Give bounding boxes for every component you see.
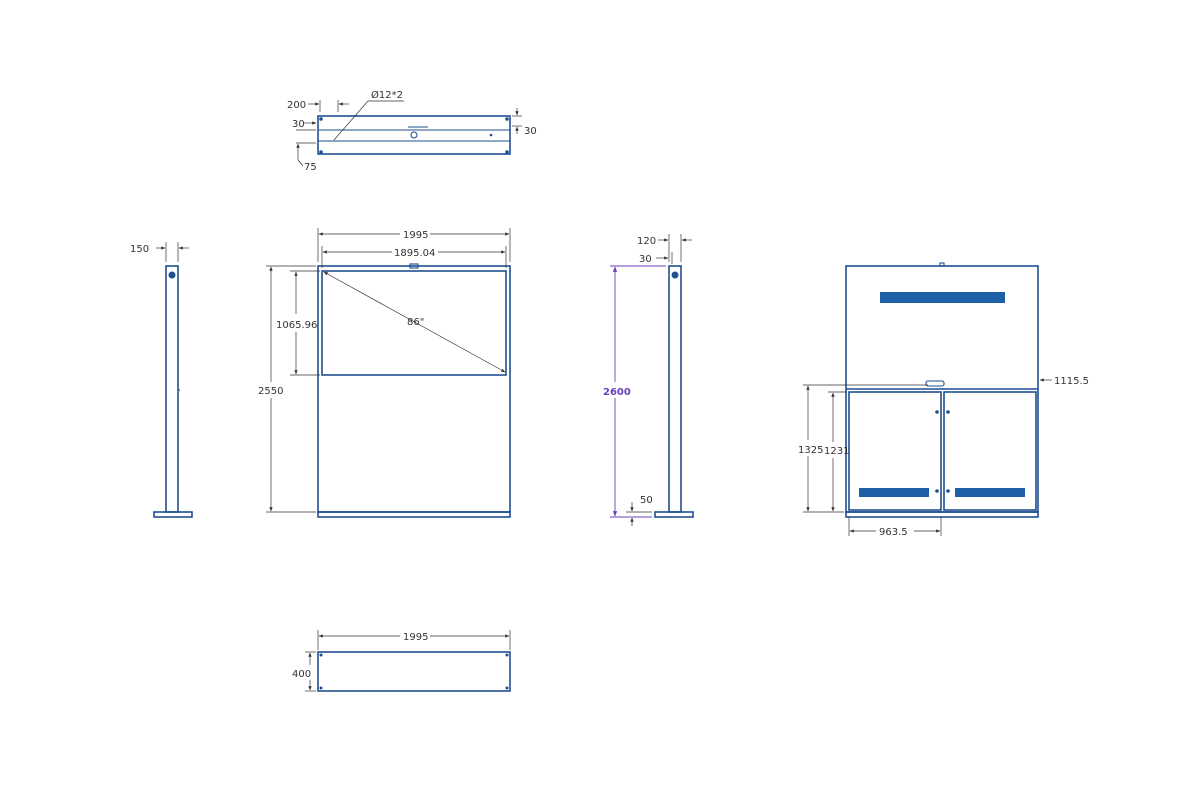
diagonal-dimension-line [323, 271, 506, 373]
top-sensor [409, 263, 419, 269]
corner-hole [505, 150, 509, 154]
leader-line [333, 100, 369, 141]
dim-200-label: 200 [287, 100, 306, 111]
door-lock [946, 410, 950, 414]
dim-1115-label: 1115.5 [1054, 376, 1089, 387]
right-vent-panel [955, 488, 1025, 497]
left-door [848, 391, 942, 511]
side-view-right: 120 30 2600 50 [603, 234, 694, 526]
dim-30-left-label: 30 [292, 119, 305, 130]
rear-upper-panel [880, 292, 1005, 303]
kiosk-body-outline [317, 265, 511, 513]
cabinet-handle [925, 380, 945, 387]
dim-75-label: 75 [304, 162, 317, 173]
dim-1995-label: 1995 [403, 230, 428, 241]
door-lock [946, 489, 950, 493]
dim-30-label: 30 [639, 254, 652, 265]
dim-1325-label: 1325 [798, 445, 823, 456]
dim-150-label: 150 [130, 244, 149, 255]
dim-diagonal-label: 86" [407, 317, 424, 328]
post-base [654, 511, 694, 518]
door-lock [935, 410, 939, 414]
corner-hole [505, 117, 509, 121]
post-hole [671, 271, 679, 279]
top-view-outline [317, 115, 511, 155]
mounting-hole [505, 686, 509, 690]
top-sensor [939, 262, 945, 267]
corner-hole [319, 117, 323, 121]
rear-view: 1115.5 1325 1231 963.5 [798, 262, 1089, 538]
top-view-hole [410, 131, 418, 139]
side-view-left: 150 [130, 242, 193, 518]
right-door [943, 391, 1037, 511]
dim-963-label: 963.5 [879, 527, 908, 538]
front-view: 86" 1995 1895.04 1065.96 2550 [258, 228, 511, 518]
dim-30-right-label: 30 [524, 126, 537, 137]
corner-hole [489, 133, 493, 137]
dim-2600-label: 2600 [603, 387, 631, 398]
mounting-hole [505, 653, 509, 657]
dim-50-label: 50 [640, 495, 653, 506]
dim-400-label: 400 [292, 669, 311, 680]
base-plate-view: 1995 400 [292, 630, 511, 692]
dim-120-label: 120 [637, 236, 656, 247]
dim-2550-label: 2550 [258, 386, 283, 397]
leader-line [297, 159, 304, 167]
rear-base [845, 511, 1039, 518]
screen-outline [321, 270, 507, 376]
kiosk-base [317, 511, 511, 518]
dim-1231-label: 1231 [824, 446, 849, 457]
door-lock [935, 489, 939, 493]
left-vent-panel [859, 488, 929, 497]
top-view: 200 Ø12*2 30 30 75 [287, 89, 537, 173]
post-outline [165, 265, 179, 513]
post-outline [668, 265, 682, 513]
dim-hole-label: Ø12*2 [371, 89, 403, 101]
dim-1895-label: 1895.04 [394, 248, 435, 259]
dim-1995-label: 1995 [403, 632, 428, 643]
post-base [153, 511, 193, 518]
corner-hole [319, 150, 323, 154]
base-plate-outline [317, 651, 511, 692]
mounting-hole [319, 653, 323, 657]
post-hole [168, 271, 176, 279]
mounting-hole [319, 686, 323, 690]
dim-1065-label: 1065.96 [276, 320, 317, 331]
